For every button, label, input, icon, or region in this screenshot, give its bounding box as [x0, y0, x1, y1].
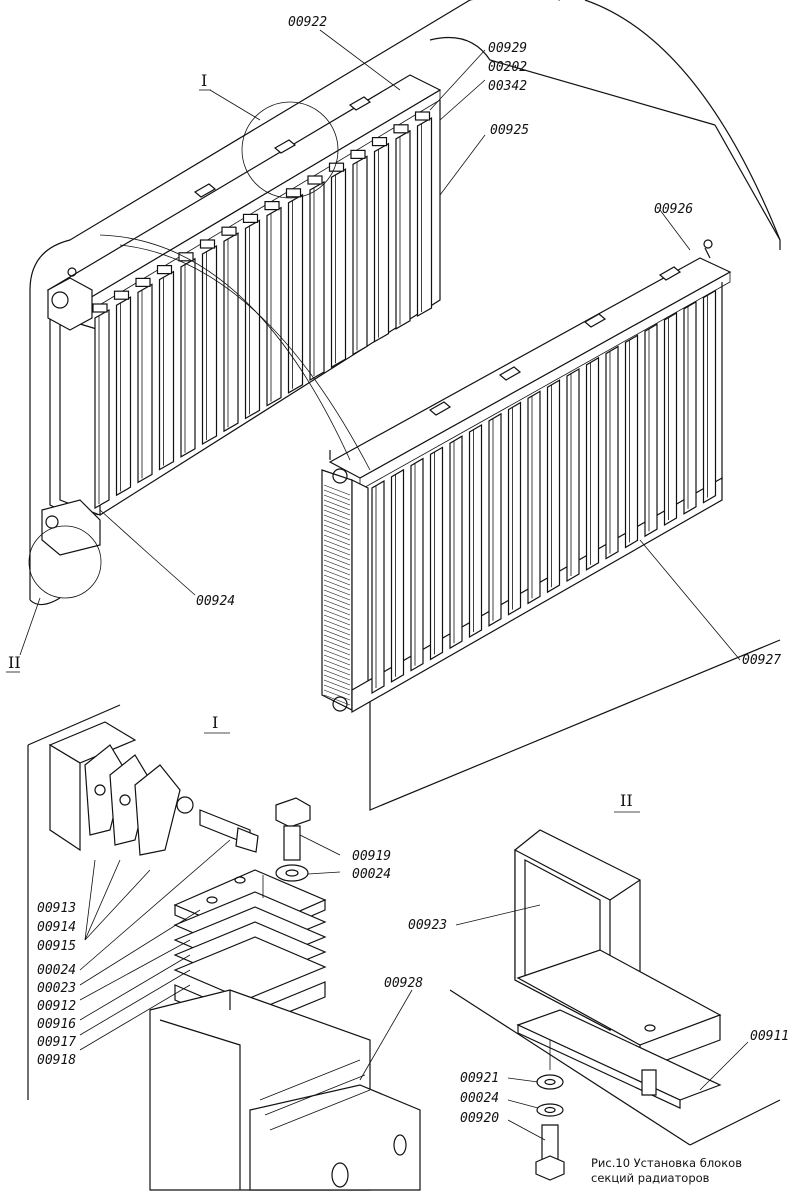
label-00202: 00202 — [488, 60, 527, 75]
label-00924: 00924 — [196, 594, 235, 609]
radiator-section — [507, 401, 522, 616]
radiator-section — [546, 379, 561, 594]
mounting-lug — [583, 313, 607, 328]
left-radiator-block — [41, 74, 442, 556]
radiator-section — [644, 323, 658, 538]
radiator-section — [390, 468, 405, 683]
mark-detail-I: I — [212, 713, 218, 732]
label-00023: 00023 — [37, 981, 76, 996]
radiator-section — [527, 390, 541, 605]
label-00911: 00911 — [750, 1029, 789, 1044]
detail-II-drawing — [449, 829, 781, 1181]
label-00342: 00342 — [488, 79, 527, 94]
caption-line-2: секций радиаторов — [591, 1171, 710, 1185]
label-00927: 00927 — [742, 653, 781, 668]
label-00914: 00914 — [37, 920, 76, 935]
car-body-outline — [29, 0, 781, 811]
radiator-section — [683, 300, 697, 515]
label-00929: 00929 — [488, 41, 527, 56]
label-00024-c: 00024 — [460, 1091, 499, 1106]
leader-lines-detail-II — [455, 904, 749, 1141]
leader-lines-upper — [19, 29, 741, 661]
left-radiator-sections — [92, 96, 433, 510]
mounting-lug — [428, 401, 452, 416]
label-00925: 00925 — [490, 123, 529, 138]
label-00912: 00912 — [37, 999, 76, 1014]
radiator-section — [330, 168, 347, 369]
radiator-section — [158, 270, 175, 471]
radiator-section — [244, 219, 261, 420]
label-00918: 00918 — [37, 1053, 76, 1068]
radiator-section — [395, 129, 411, 330]
mounting-lug — [193, 183, 217, 198]
radiator-section — [566, 367, 580, 583]
radiator-section — [702, 289, 717, 504]
radiator-section — [287, 193, 304, 394]
radiator-section — [624, 334, 639, 549]
radiator-section — [449, 435, 463, 650]
radiator-section — [309, 180, 325, 382]
radiator-section — [416, 116, 433, 318]
label-00923: 00923 — [408, 918, 447, 933]
leader-lines-detail-I — [79, 834, 413, 1081]
mark-detail-II: II — [620, 791, 633, 810]
radiator-section — [373, 142, 390, 343]
label-00917: 00917 — [37, 1035, 76, 1050]
label-00913: 00913 — [37, 901, 76, 916]
radiator-section — [180, 257, 196, 458]
mounting-lug — [658, 266, 682, 281]
label-00926: 00926 — [654, 202, 693, 217]
radiator-section — [371, 479, 385, 695]
mark-top-I: I — [201, 71, 207, 90]
radiator-section — [223, 232, 239, 433]
label-00922: 00922 — [288, 15, 327, 30]
label-00024-a: 00024 — [352, 867, 391, 882]
radiator-section — [94, 308, 110, 510]
radiator-section — [429, 446, 444, 661]
label-00024-b: 00024 — [37, 963, 76, 978]
detail-I-circle — [241, 101, 339, 199]
label-00920: 00920 — [460, 1111, 499, 1126]
radiator-section — [201, 244, 218, 446]
radiator-section — [585, 356, 600, 571]
radiator-section — [352, 155, 368, 356]
radiator-section — [488, 412, 502, 627]
label-00928: 00928 — [384, 976, 423, 991]
label-00921: 00921 — [460, 1071, 499, 1086]
mark-left-II: II — [8, 653, 21, 672]
radiator-section — [266, 206, 282, 407]
radiator-section — [605, 345, 619, 560]
mounting-lug — [348, 96, 372, 111]
radiator-section — [663, 311, 678, 527]
label-00916: 00916 — [37, 1017, 76, 1032]
right-radiator-sections — [323, 266, 717, 706]
detail-I-drawing — [27, 704, 421, 1191]
label-00915: 00915 — [37, 939, 76, 954]
radiator-section — [137, 283, 153, 484]
label-00919: 00919 — [352, 849, 391, 864]
radiator-section — [468, 423, 483, 639]
mounting-lug — [273, 139, 297, 154]
caption-line-1: Рис.10 Установка блоков — [591, 1156, 742, 1170]
radiator-section — [410, 457, 424, 672]
radiator-section — [115, 296, 132, 497]
detail-II-circle — [28, 525, 102, 599]
mounting-lug — [498, 366, 522, 381]
